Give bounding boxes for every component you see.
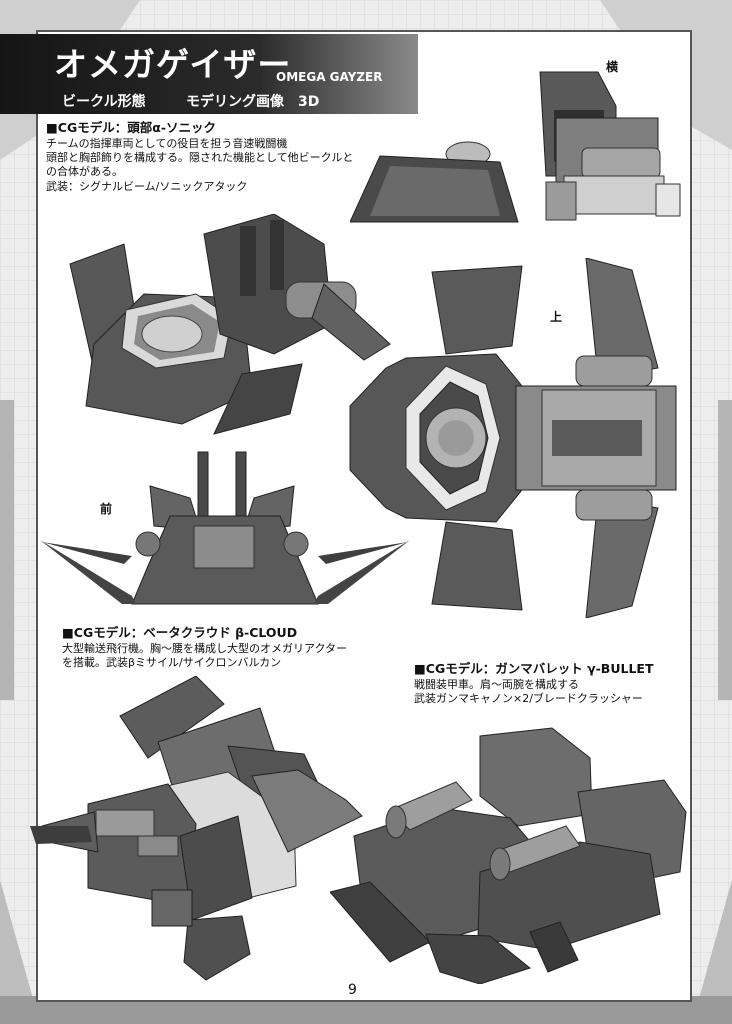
beta-heading: ■CGモデル：ベータクラウド β-CLOUD — [62, 625, 298, 640]
subtitle-modeling: モデリング画像 3D — [186, 94, 320, 110]
beta-cloud-render — [30, 676, 363, 981]
alpha-sonic-front-view — [40, 451, 410, 605]
title-banner — [0, 34, 418, 114]
side-view-label: 横 — [606, 60, 619, 74]
gamma-bullet-render — [330, 727, 687, 984]
page-title-english: OMEGA GAYZER — [276, 70, 383, 84]
alpha-line-4: 武装：シグナルビーム/ソニックアタック — [46, 180, 248, 193]
top-view-label: 上 — [550, 310, 563, 324]
alpha-sonic-side-view — [350, 71, 681, 223]
page-number: 9 — [348, 982, 357, 998]
beta-line-1: 大型輸送飛行機。胸～腰を構成し大型のオメガリアクター — [62, 642, 348, 655]
gamma-heading: ■CGモデル：ガンマバレット γ-BULLET — [414, 661, 654, 676]
alpha-heading: ■CGモデル：頭部α-ソニック — [46, 120, 217, 135]
gamma-line-2: 武装ガンマキャノン×2/ブレードクラッシャー — [414, 692, 643, 705]
alpha-line-2: 頭部と胸部飾りを構成する。隠された機能として他ビークルと — [46, 151, 354, 164]
alpha-sonic-top-view — [349, 258, 677, 618]
alpha-line-1: チームの指揮車両としての役目を担う音速戦闘機 — [46, 137, 288, 150]
alpha-sonic-perspective-view — [69, 214, 391, 435]
beta-line-2: を搭載。武装βミサイル/サイクロンバルカン — [62, 656, 282, 669]
gamma-line-1: 戦闘装甲車。肩～両腕を構成する — [414, 678, 579, 691]
alpha-line-3: の合体がある。 — [46, 165, 123, 178]
front-view-label: 前 — [100, 502, 113, 516]
page-title: オメガゲイザー — [54, 45, 292, 84]
subtitle-mode: ビークル形態 — [62, 94, 146, 110]
